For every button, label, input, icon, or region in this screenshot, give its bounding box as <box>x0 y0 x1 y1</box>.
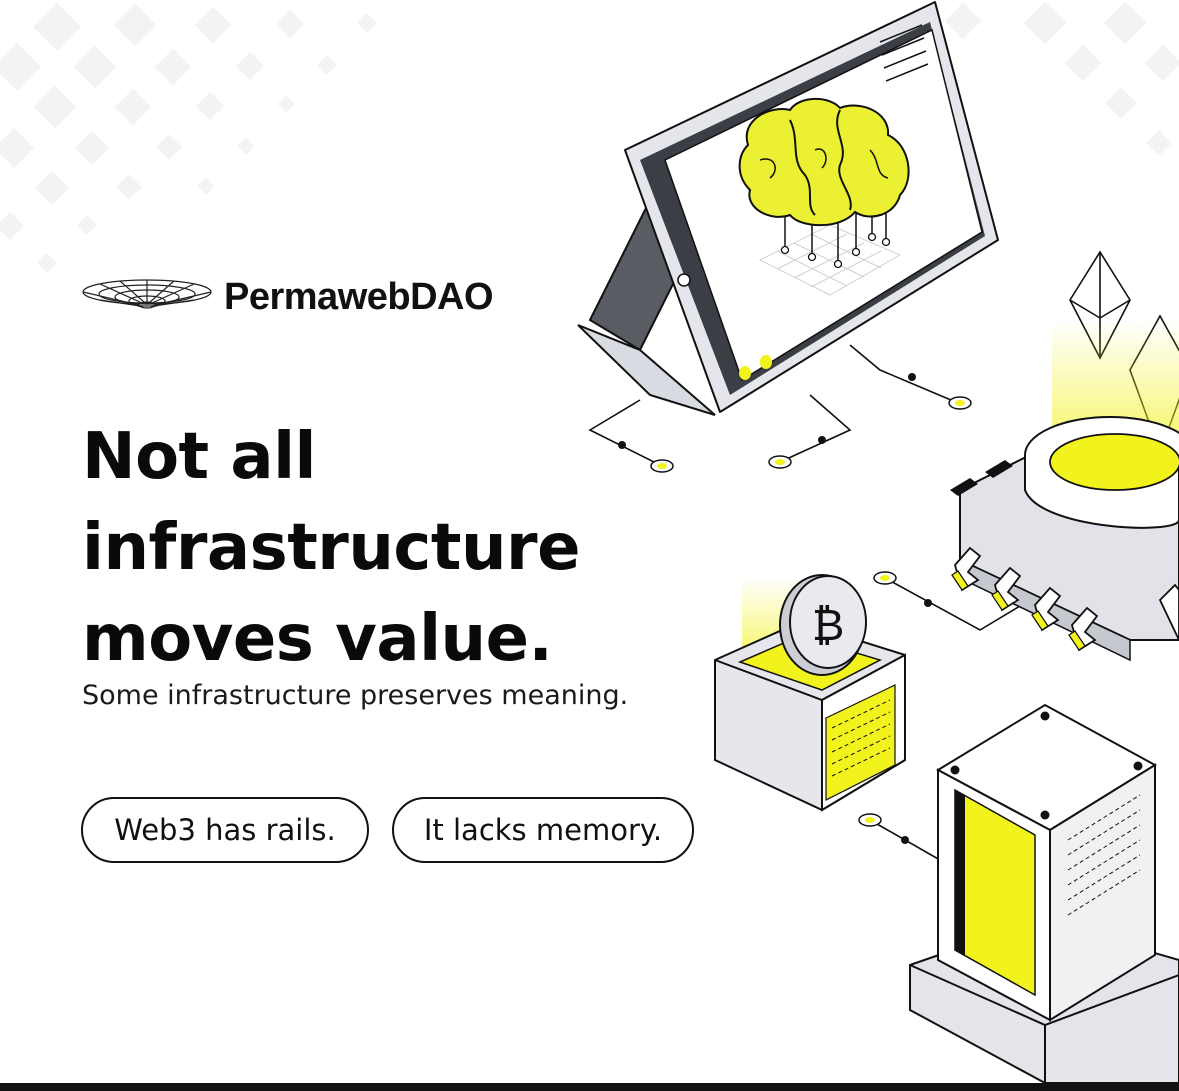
tablet-icon <box>577 1 999 416</box>
trace-nodes <box>618 373 972 844</box>
isometric-illustration: ₿ <box>577 1 1179 1083</box>
brand: PermawebDAO <box>80 272 494 322</box>
bottom-bar <box>0 1083 1179 1091</box>
pill-lacks-memory: It lacks memory. <box>392 797 694 863</box>
brain-icon <box>738 97 910 227</box>
subheadline: Some infrastructure preserves meaning. <box>82 680 629 711</box>
headline-line-2: infrastructure <box>82 511 580 585</box>
brand-name: PermawebDAO <box>224 275 494 318</box>
pill-web3-rails: Web3 has rails. <box>81 797 369 863</box>
chip-icon <box>950 320 1179 662</box>
bitcoin-coin-icon: ₿ <box>714 574 906 812</box>
headline: Not all infrastructure moves value. <box>82 412 580 685</box>
wormhole-grid-icon <box>82 279 212 309</box>
headline-line-3: moves value. <box>82 602 553 676</box>
headline-line-1: Not all <box>82 420 316 494</box>
server-tower-icon <box>909 703 1179 1083</box>
svg-text:₿: ₿ <box>812 600 845 651</box>
